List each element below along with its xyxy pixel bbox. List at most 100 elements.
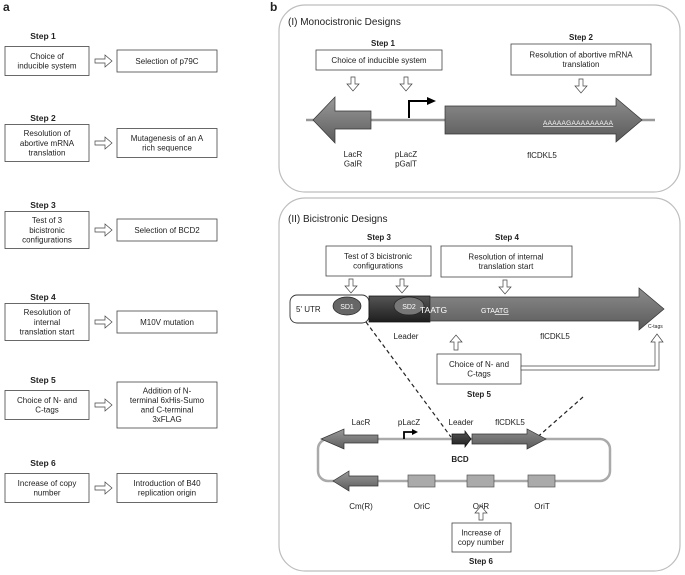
bi-step4-arrow [498,279,512,295]
oric-box [407,474,436,488]
sd1-label: SD1 [340,304,354,311]
orit-box [527,474,556,488]
step-right-text: rich sequence [142,144,192,153]
step5-text: Choice of N- and [449,360,509,369]
step-right-arrow-icon [94,223,113,237]
sd2-label: SD2 [402,304,416,311]
mono-gene-label: flCDKL5 [527,151,557,160]
step-right-box [116,128,218,158]
plasmid-lacr-arrow [320,428,379,450]
mono-step2-text: translation [563,60,600,69]
mono-step2-text: Resolution of abortive mRNA [529,51,633,60]
step-right-arrow-icon [94,315,113,329]
step-right-text: 3xFLAG [152,415,181,424]
step5-elbow-arrow [520,333,664,371]
step-right-box [116,473,218,503]
cmr-label: Cm(R) [349,502,373,511]
plasmid-lacr-label: LacR [352,418,371,427]
step-right-arrow-icon [94,481,113,495]
bi-step3-text: configurations [353,262,403,271]
bi-leader-label: Leader [394,332,419,341]
taatg-label: TAATG [420,305,447,315]
gtaatg-prefix: GTA [481,308,495,315]
mono-promoter-label: pLacZ [395,150,417,159]
promoter-icon [408,100,428,118]
promoter-arrowhead-icon [427,97,436,105]
step-right-text: M10V mutation [140,318,194,327]
step6-text: copy number [458,538,505,547]
mono-regulator-label: GalR [344,160,362,169]
bi-title: (II) Bicistronic Designs [288,214,387,225]
step-left-text: inducible system [17,62,76,71]
gtaatg-label: GTAATG [481,308,509,315]
plasmid-placz-label: pLacZ [398,418,420,427]
step-left-text: translation [29,148,66,157]
step5-up-arrow [449,334,463,351]
step-title: Step 3 [30,200,56,210]
step-right-text: Mutagenesis of an A [131,134,204,143]
step6-box [451,522,512,553]
step-left-text: bicistronic [29,226,65,235]
mono-panel-frame [278,4,681,193]
plasmid-gene-label: flCDKL5 [495,418,525,427]
step-left-text: internal [34,318,60,327]
ctags-label: C-tags [648,324,663,330]
mono-step2-title: Step 2 [569,33,594,42]
utr-label: 5' UTR [296,305,321,314]
panel-b-letter: b [270,0,277,14]
plasmid-cmr-arrow [332,470,379,492]
step-right-text: and C-terminal [141,406,194,415]
step-title: Step 6 [30,458,56,468]
step-left-text: number [33,489,60,498]
zoom-line-left [365,321,452,438]
step-left-box [4,473,90,503]
mono-promoter-label: pGalT [395,160,417,169]
plasmid-leader-block [451,429,472,449]
step-left-text: translation start [20,327,75,336]
step5-text: C-tags [467,370,491,379]
step-left-box [4,303,90,341]
step-right-text: replication origin [138,489,196,498]
step-title: Step 1 [30,31,56,41]
monocistronic-panel: (I) Monocistronic Designs Step 1 Choice … [278,4,681,193]
bicistronic-panel: (II) Bicistronic Designs Step 3 Test of … [278,197,681,572]
plasmid-leader-label: Leader [449,418,474,427]
step-left-box [4,211,90,249]
step-right-box [116,381,218,429]
mono-step2-arrow [574,78,588,94]
bi-step4-text: Resolution of internal [468,253,543,262]
mono-regulator-label: LacR [344,150,363,159]
bi-step3-arrow-b [395,278,409,294]
bi-step3-title: Step 3 [367,233,392,242]
step-left-text: Resolution of [24,308,71,317]
step-left-box [4,124,90,162]
step-right-text: Selection of p79C [135,57,198,66]
plasmid-gene-arrow [471,428,547,450]
panel-a-letter: a [3,0,10,14]
step5-box [436,353,522,385]
mono-step1-box [315,49,443,71]
plasmid-promoter-arrowhead-icon [412,429,418,435]
mono-lacr-arrow [312,96,372,144]
step-right-arrow-icon [94,398,113,412]
mono-title: (I) Monocistronic Designs [288,17,401,28]
step-title: Step 4 [30,292,56,302]
step-left-box [4,390,90,420]
step5-title: Step 5 [467,390,492,399]
step-left-text: C-tags [35,406,59,415]
sd1-ellipse [332,296,362,316]
mono-step1-title: Step 1 [371,39,396,48]
sd2-ellipse [393,296,425,316]
plasmid-promoter-icon [403,431,413,439]
ntags-label: N-tags [447,324,462,330]
step-left-text: abortive mRNA [20,139,75,148]
oric-label: OriC [414,502,431,511]
step-left-text: configurations [22,235,72,244]
bi-step3-text: Test of 3 bicistronic [344,252,412,261]
step-right-text: Selection of BCD2 [134,226,200,235]
step6-text: Increase of [461,529,501,538]
